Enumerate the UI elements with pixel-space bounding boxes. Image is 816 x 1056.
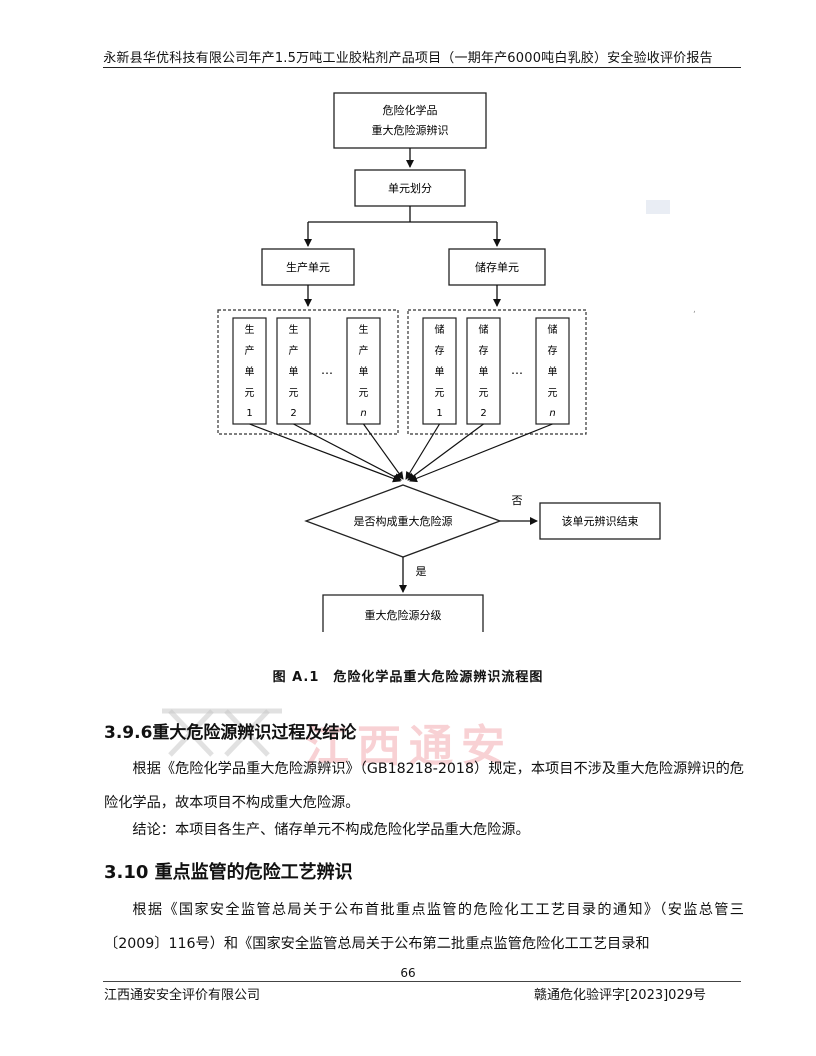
svg-text:单: 单 bbox=[435, 366, 445, 378]
company-logo-watermark bbox=[162, 708, 282, 757]
scan-artifact bbox=[646, 200, 670, 214]
production-unit-label: 生产单元 bbox=[286, 260, 330, 274]
storage-unit-n-box bbox=[535, 317, 570, 425]
svg-text:单: 单 bbox=[479, 366, 489, 378]
no-branch-label: 否 bbox=[512, 494, 523, 507]
svg-text:2: 2 bbox=[290, 408, 296, 419]
page-header-title: 永新县华优科技有限公司年产1.5万吨工业胶粘剂产品项目（一期年产6000吨白乳胶… bbox=[103, 51, 713, 66]
svg-text:n: n bbox=[549, 408, 555, 419]
unit-division-box bbox=[354, 169, 466, 207]
footer-rule bbox=[103, 981, 741, 982]
start-box-line2: 重大危险源辨识 bbox=[372, 123, 449, 137]
hazard-identification-flowchart: 危险化学品 重大危险源辨识 单元划分 生产单元 储存单元 生 产 单 元 1 生… bbox=[217, 92, 696, 632]
watermark-text: 江西通安 bbox=[305, 721, 513, 772]
svg-text:储: 储 bbox=[435, 323, 445, 336]
footer-company: 江西通安安全评价有限公司 bbox=[104, 988, 261, 1003]
svg-text:储: 储 bbox=[479, 323, 489, 336]
svg-text:元: 元 bbox=[548, 388, 558, 399]
svg-text:产: 产 bbox=[359, 344, 369, 357]
storage-unit-box bbox=[448, 248, 546, 286]
section-3-10-heading: 3.10 重点监管的危险工艺辨识 bbox=[104, 862, 353, 883]
hazard-grading-box bbox=[322, 594, 484, 632]
svg-text:存: 存 bbox=[479, 344, 489, 357]
section-3-10-paragraph-1: 根据《国家安全监管总局关于公布首批重点监管的危险化工工艺目录的通知》（安监总管三… bbox=[104, 902, 744, 952]
production-ellipsis: … bbox=[321, 363, 333, 377]
svg-text:元: 元 bbox=[289, 388, 299, 399]
production-unit-1-box bbox=[232, 317, 267, 425]
yes-branch-label: 是 bbox=[416, 565, 427, 578]
svg-text:元: 元 bbox=[479, 388, 489, 399]
svg-text:单: 单 bbox=[289, 366, 299, 378]
footer-doc-number: 赣通危化验评字[2023]029号 bbox=[533, 988, 706, 1003]
svg-text:生: 生 bbox=[359, 323, 369, 336]
section-3-9-6-paragraph-2: 结论：本项目各生产、储存单元不构成危险化学品重大危险源。 bbox=[132, 822, 530, 838]
storage-unit-2-box bbox=[466, 317, 501, 425]
production-unit-2-box bbox=[276, 317, 311, 425]
section-3-9-6-paragraph-1: 根据《危险化学品重大危险源辨识》（GB18218-2018）规定，本项目不涉及重… bbox=[104, 761, 744, 811]
svg-text:存: 存 bbox=[435, 344, 445, 357]
svg-text:产: 产 bbox=[289, 344, 299, 357]
production-units-group bbox=[217, 309, 399, 435]
svg-text:生: 生 bbox=[245, 323, 255, 336]
end-box-label: 该单元辨识结束 bbox=[562, 514, 639, 528]
start-box-line1: 危险化学品 bbox=[383, 103, 438, 117]
page-number: 66 bbox=[400, 966, 416, 980]
header-rule bbox=[103, 67, 741, 68]
storage-units-group bbox=[407, 309, 587, 435]
svg-text:单: 单 bbox=[245, 366, 255, 378]
svg-text:单: 单 bbox=[359, 366, 369, 378]
svg-text:存: 存 bbox=[548, 344, 558, 357]
svg-text:元: 元 bbox=[435, 388, 445, 399]
svg-text:元: 元 bbox=[359, 388, 369, 399]
svg-text:1: 1 bbox=[246, 408, 252, 419]
decision-label: 是否构成重大危险源 bbox=[354, 514, 453, 528]
storage-unit-1-box bbox=[422, 317, 457, 425]
production-unit-n-box bbox=[346, 317, 381, 425]
svg-text:2: 2 bbox=[480, 408, 486, 419]
grading-box-label: 重大危险源分级 bbox=[365, 608, 442, 622]
storage-ellipsis: … bbox=[511, 363, 523, 377]
identification-start-box bbox=[333, 92, 487, 149]
svg-text:1: 1 bbox=[436, 408, 442, 419]
identification-end-box bbox=[539, 502, 661, 540]
svg-text:n: n bbox=[360, 408, 366, 419]
svg-text:元: 元 bbox=[245, 388, 255, 399]
svg-text:产: 产 bbox=[245, 344, 255, 357]
section-3-9-6-heading: 3.9.6重大危险源辨识过程及结论 bbox=[104, 723, 357, 743]
figure-caption: 图 A.1 危险化学品重大危险源辨识流程图 bbox=[272, 670, 544, 685]
svg-text:单: 单 bbox=[548, 366, 558, 378]
production-unit-box bbox=[261, 248, 355, 286]
unit-division-label: 单元划分 bbox=[388, 182, 432, 195]
svg-text:储: 储 bbox=[548, 323, 558, 336]
svg-text:生: 生 bbox=[289, 323, 299, 336]
scan-artifact-mark: , bbox=[693, 305, 696, 315]
storage-unit-label: 储存单元 bbox=[475, 260, 519, 274]
